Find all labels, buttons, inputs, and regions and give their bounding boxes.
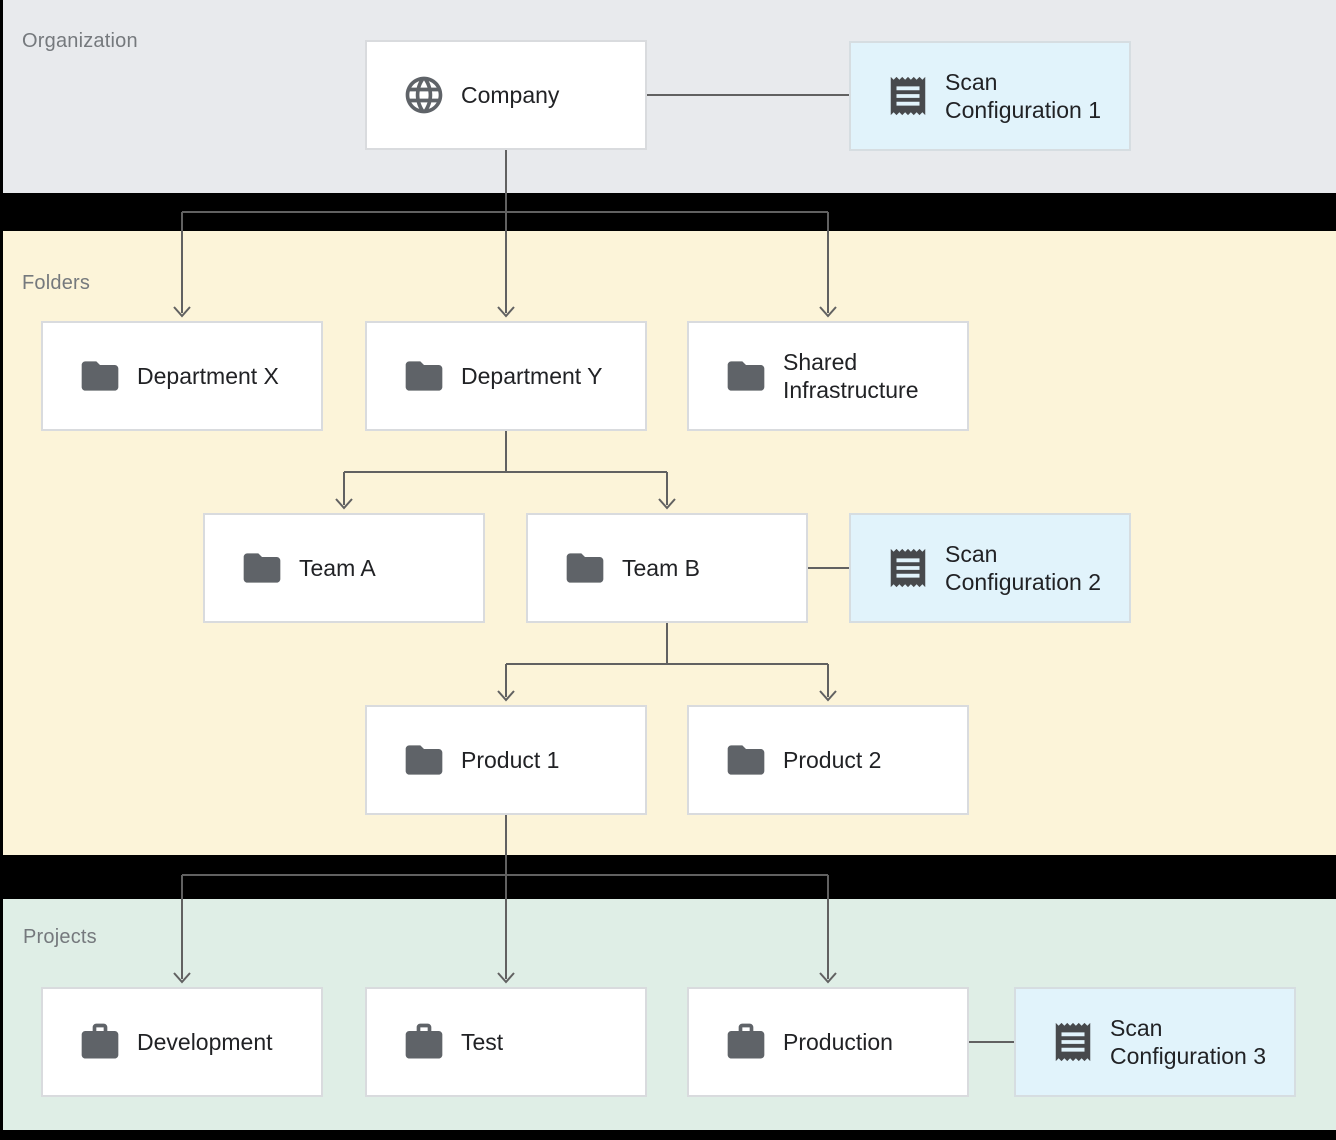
receipt-icon: [885, 72, 931, 120]
node-product-1: Product 1: [365, 705, 647, 815]
folder-icon: [77, 354, 123, 398]
projects-section-label: Projects: [23, 926, 97, 948]
node-label: Product 2: [783, 747, 882, 773]
folder-icon: [401, 354, 447, 398]
organization-section-label: Organization: [22, 30, 138, 52]
folder-icon: [401, 738, 447, 782]
node-label: Department Y: [461, 363, 603, 389]
node-shared-infrastructure: Shared Infrastructure: [687, 321, 969, 431]
folder-icon: [723, 354, 769, 398]
node-test: Test: [365, 987, 647, 1097]
node-label: Shared Infrastructure: [783, 349, 919, 403]
node-label: Test: [461, 1029, 504, 1055]
node-scan-configuration-1: Scan Configuration 1: [849, 41, 1131, 151]
receipt-icon: [1050, 1018, 1096, 1066]
node-production: Production: [687, 987, 969, 1097]
folder-icon: [562, 546, 608, 590]
node-label: Department X: [137, 363, 279, 389]
node-label: Company: [461, 82, 560, 108]
node-label: Scan Configuration 3: [1110, 1015, 1266, 1069]
node-company: Company: [365, 40, 647, 150]
node-label: Production: [783, 1029, 893, 1055]
node-label: Product 1: [461, 747, 560, 773]
briefcase-icon: [401, 1020, 447, 1064]
node-label: Team B: [622, 555, 700, 581]
node-scan-configuration-2: Scan Configuration 2: [849, 513, 1131, 623]
node-team-a: Team A: [203, 513, 485, 623]
node-development: Development: [41, 987, 323, 1097]
node-team-b: Team B: [526, 513, 808, 623]
node-scan-configuration-3: Scan Configuration 3: [1014, 987, 1296, 1097]
organization-section: [3, 0, 1336, 193]
node-department-x: Department X: [41, 321, 323, 431]
node-label: Development: [137, 1029, 273, 1055]
node-department-y: Department Y: [365, 321, 647, 431]
node-label: Team A: [299, 555, 376, 581]
briefcase-icon: [77, 1020, 123, 1064]
folder-icon: [723, 738, 769, 782]
node-label: Scan Configuration 2: [945, 541, 1101, 595]
briefcase-icon: [723, 1020, 769, 1064]
folder-icon: [239, 546, 285, 590]
node-product-2: Product 2: [687, 705, 969, 815]
globe-icon: [401, 73, 447, 117]
node-label: Scan Configuration 1: [945, 69, 1101, 123]
folders-section-label: Folders: [22, 272, 91, 294]
receipt-icon: [885, 544, 931, 592]
